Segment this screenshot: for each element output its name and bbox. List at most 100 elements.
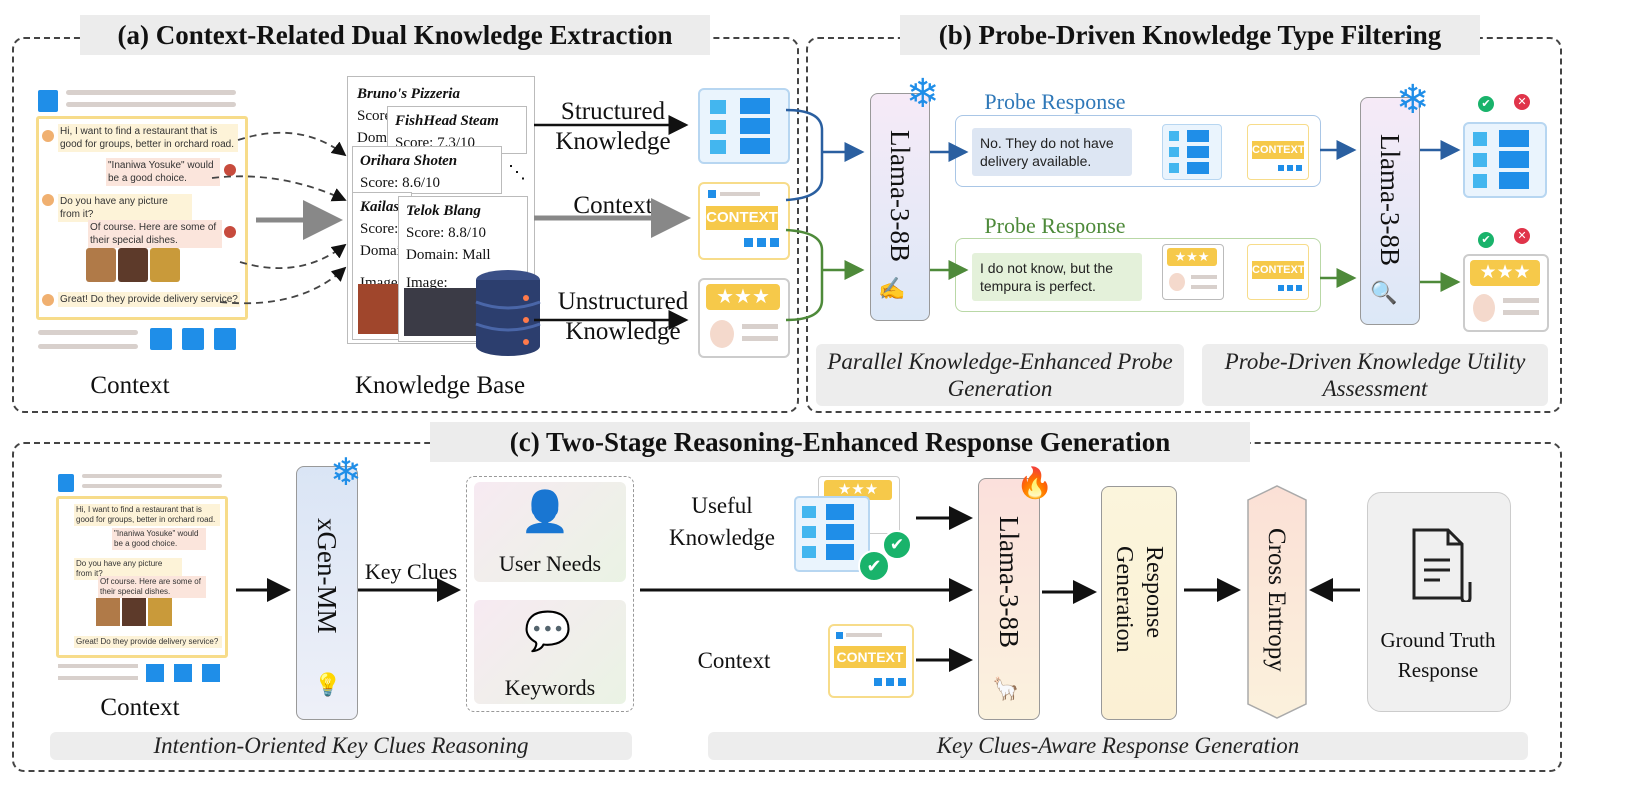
context-badge: CONTEXT bbox=[1252, 141, 1305, 159]
ground-truth-label-2: Response bbox=[1397, 658, 1479, 682]
context-badge: CONTEXT bbox=[1252, 261, 1305, 279]
llama-model-b1 bbox=[870, 93, 930, 321]
snowflake-icon: ❄ bbox=[330, 452, 362, 494]
user-avatar bbox=[42, 194, 54, 206]
caption-c-left: Intention-Oriented Key Clues Reasoning bbox=[50, 732, 632, 760]
kb-card-2-name: FishHead Steam bbox=[395, 113, 499, 129]
square-icon bbox=[182, 328, 204, 350]
check-icon: ✔ bbox=[1478, 232, 1494, 248]
header-line bbox=[82, 484, 222, 488]
context-icon: CONTEXT bbox=[1247, 124, 1309, 180]
structured-knowledge-icon bbox=[1162, 124, 1222, 180]
llama-icon: ✍ bbox=[878, 276, 906, 301]
square-icon bbox=[214, 328, 236, 350]
chat-msg-3: Do you have any picture from it? bbox=[58, 194, 192, 222]
kb-card-4-name: Kailas bbox=[360, 199, 400, 215]
useful-structured-icon bbox=[794, 496, 870, 572]
chat-msg-1: Hi, I want to find a restaurant that is … bbox=[58, 124, 238, 152]
kb-card-3-l1: Score: 8.6/10 bbox=[360, 175, 440, 191]
kb-card-1-name: Bruno's Pizzeria bbox=[357, 86, 460, 102]
kb-card-1-l1: Score: bbox=[357, 108, 396, 124]
user-needs-label: User Needs bbox=[498, 551, 602, 576]
chat-msg-2: "Inaniwa Yosuke" would be a good choice. bbox=[112, 528, 206, 550]
chat-msg-5: Great! Do they provide delivery service? bbox=[58, 292, 240, 307]
panel-c bbox=[12, 442, 1562, 772]
llama-icon: 🦙 bbox=[992, 676, 1020, 701]
probe-title-2: Probe Response bbox=[984, 213, 1126, 238]
assessment-icon: 🔍 bbox=[1370, 280, 1398, 305]
panel-b-title: (b) Probe-Driven Knowledge Type Filterin… bbox=[900, 15, 1480, 55]
context-label-a: Context bbox=[90, 372, 170, 399]
chat-context-a: Hi, I want to find a restaurant that is … bbox=[36, 86, 248, 356]
footer-line bbox=[38, 330, 138, 335]
cross-icon: ✕ bbox=[1514, 228, 1530, 244]
structured-knowledge-output bbox=[1463, 122, 1547, 198]
structured-label-2: Knowledge bbox=[555, 128, 671, 155]
probe-text-2: I do not know, but the tempura is perfec… bbox=[972, 253, 1142, 301]
fire-icon: 🔥 bbox=[1016, 467, 1054, 500]
ground-truth-label-1: Ground Truth bbox=[1380, 628, 1496, 652]
square-icon bbox=[202, 664, 220, 682]
response-generation-box bbox=[1101, 486, 1177, 720]
kb-card-4-l2: Domain bbox=[360, 243, 409, 259]
response-generation-label-1: Response bbox=[1141, 546, 1167, 638]
unstructured-label-2: Knowledge bbox=[565, 318, 681, 345]
bot-avatar bbox=[224, 226, 236, 238]
user-needs-icon: 👤 bbox=[520, 489, 570, 534]
header-line bbox=[82, 474, 222, 478]
key-clues-label: Key Clues bbox=[364, 559, 458, 584]
xgen-model bbox=[296, 466, 358, 720]
chat-msg-5: Great! Do they provide delivery service? bbox=[74, 636, 222, 648]
database-icon bbox=[475, 270, 541, 356]
dish-photo bbox=[96, 598, 120, 626]
caption-b-left: Parallel Knowledge-Enhanced Probe Genera… bbox=[816, 344, 1184, 406]
llama-model-c-label: Llama-3-8B bbox=[994, 516, 1024, 648]
footer-line bbox=[38, 344, 138, 349]
footer-line bbox=[58, 676, 138, 680]
unstructured-knowledge-icon: ★★★ bbox=[698, 278, 790, 358]
snowflake-icon: ❄ bbox=[1396, 77, 1430, 122]
keywords-box bbox=[474, 600, 626, 704]
caption-b-right: Probe-Driven Knowledge Utility Assessmen… bbox=[1202, 344, 1548, 406]
kb-card-4-l1: Score: bbox=[360, 221, 399, 237]
kb-photo-food bbox=[358, 284, 404, 334]
chat-context-c: Hi, I want to find a restaurant that is … bbox=[56, 472, 228, 694]
kb-card-3: Orihara Shoten Score: 8.6/10 bbox=[352, 146, 502, 194]
context-badge: CONTEXT bbox=[834, 646, 906, 668]
header-line bbox=[66, 90, 236, 95]
user-needs-box bbox=[474, 482, 626, 582]
context-badge: CONTEXT bbox=[706, 206, 778, 230]
chat-msg-3: Do you have any picture from it? bbox=[74, 558, 182, 580]
llama-model-b2 bbox=[1360, 97, 1420, 325]
caption-c-right: Key Clues-Aware Response Generation bbox=[708, 732, 1528, 760]
xgen-model-label: xGen-MM bbox=[312, 518, 342, 634]
dish-photo bbox=[122, 598, 146, 626]
cross-entropy-shape bbox=[1247, 485, 1307, 719]
doc-icon bbox=[58, 474, 74, 492]
unstructured-knowledge-icon: ★★★ bbox=[1162, 244, 1224, 300]
kb-photo-mall bbox=[404, 288, 480, 336]
chat-msg-1: Hi, I want to find a restaurant that is … bbox=[74, 504, 220, 526]
kb-card-5-name: Telok Blang bbox=[406, 203, 481, 219]
panel-c-title: (c) Two-Stage Reasoning-Enhanced Respons… bbox=[430, 422, 1250, 462]
dish-photo bbox=[86, 248, 116, 282]
context-icon: CONTEXT bbox=[828, 624, 914, 698]
context-arrow-label: Context bbox=[573, 192, 653, 219]
panel-a-title: (a) Context-Related Dual Knowledge Extra… bbox=[80, 15, 710, 55]
kb-card-3-name: Orihara Shoten bbox=[360, 153, 458, 169]
check-icon: ✔ bbox=[858, 550, 890, 582]
chat-msg-4: Of course. Here are some of their specia… bbox=[88, 220, 222, 248]
context-label-c: Context bbox=[100, 694, 180, 721]
llama-model-b1-label: Llama-3-8B bbox=[885, 130, 915, 262]
dish-photo bbox=[148, 598, 172, 626]
chat-msg-2: "Inaniwa Yosuke" would be a good choice. bbox=[106, 158, 220, 186]
dish-photo bbox=[150, 248, 180, 282]
structured-knowledge-icon bbox=[698, 88, 790, 164]
user-avatar bbox=[42, 130, 54, 142]
square-icon bbox=[150, 328, 172, 350]
check-icon: ✔ bbox=[882, 530, 912, 560]
kb-card-5: Telok Blang Score: 8.8/10 Domain: Mall I… bbox=[398, 196, 528, 342]
footer-line bbox=[58, 664, 138, 668]
llama-model-b2-label: Llama-3-8B bbox=[1375, 134, 1405, 266]
keywords-label: Keywords bbox=[504, 675, 596, 700]
